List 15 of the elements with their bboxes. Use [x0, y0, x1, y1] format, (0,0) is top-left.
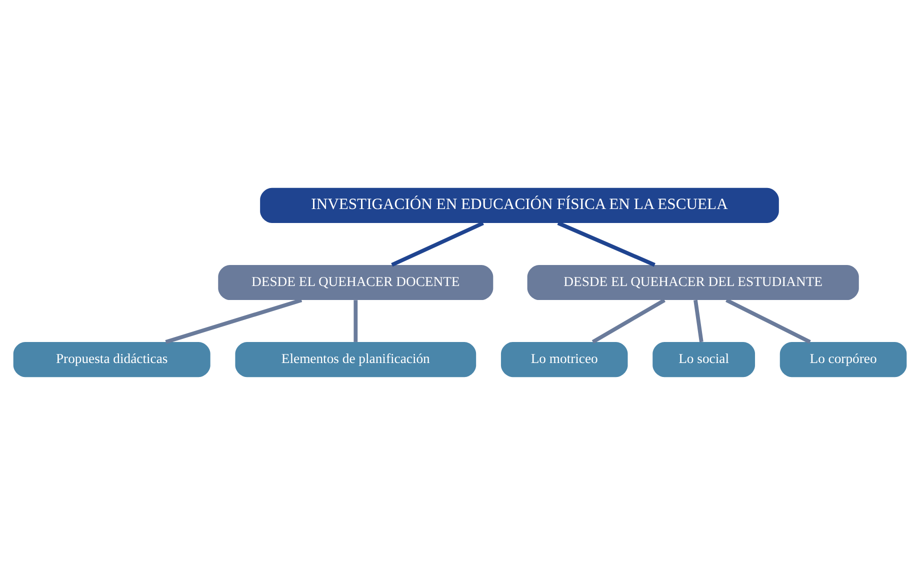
node-box: Lo motriceo — [500, 342, 628, 378]
node-box: Elementos de planificación — [235, 342, 476, 378]
connector — [557, 221, 656, 267]
connector — [726, 298, 811, 344]
node-box: Lo social — [652, 342, 755, 378]
connector — [165, 298, 302, 344]
node-box: Lo corpóreo — [780, 342, 907, 378]
node-box: DESDE EL QUEHACER DOCENTE — [218, 264, 494, 300]
node-box: DESDE EL QUEHACER DEL ESTUDIANTE — [527, 264, 859, 300]
connector — [354, 300, 358, 342]
connector — [391, 221, 484, 267]
node-box: Propuesta didácticas — [13, 342, 210, 378]
connector — [592, 298, 666, 344]
connector — [694, 300, 704, 342]
node-box: INVESTIGACIÓN EN EDUCACIÓN FÍSICA EN LA ESCUELA — [260, 188, 779, 223]
